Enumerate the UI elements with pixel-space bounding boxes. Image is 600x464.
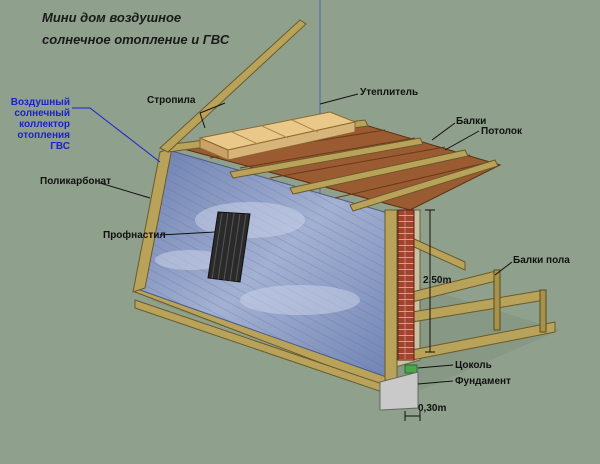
- leader-lines: [99, 93, 513, 385]
- collector-label-line-4: отопления: [17, 130, 70, 141]
- height-label: 2,50m: [423, 275, 451, 286]
- beams-label: Балки: [456, 116, 486, 127]
- front-post: [384, 209, 398, 381]
- width-dimension: [404, 411, 421, 421]
- foundation-label: Фундамент: [455, 376, 511, 387]
- plinth-label: Цоколь: [455, 360, 492, 371]
- height-dimension: [425, 209, 435, 353]
- insulation-label: Утеплитель: [360, 87, 418, 98]
- brick-column: [397, 209, 415, 361]
- collector-leader-line: [72, 107, 161, 163]
- collector-label-line-2: солнечный: [14, 108, 70, 119]
- profsheet-label: Профнастил: [103, 229, 166, 241]
- floor-beams-label: Балки пола: [513, 255, 570, 266]
- rafter-label: Стропила: [147, 95, 196, 106]
- foundation-block: [379, 371, 419, 411]
- collector-label-line-5: ГВС: [50, 141, 70, 152]
- insulation-block: [198, 111, 357, 161]
- plinth-strip: [404, 364, 418, 374]
- title-line-1: Мини дом воздушное: [42, 10, 181, 25]
- width-label: 0,30m: [418, 403, 446, 414]
- ceiling-label: Потолок: [481, 126, 523, 137]
- collector-label-line-1: Воздушный: [11, 97, 70, 108]
- rafter-beam: [159, 19, 307, 153]
- floor-beam-posts: [493, 269, 547, 333]
- polycarbonate-label: Поликарбонат: [40, 175, 111, 187]
- collector-label-line-3: коллектор: [19, 119, 70, 130]
- title-line-2: солнечное отопление и ГВС: [42, 32, 230, 47]
- profsheet-absorber: [207, 211, 251, 283]
- polycarbonate-ribs: [140, 150, 395, 380]
